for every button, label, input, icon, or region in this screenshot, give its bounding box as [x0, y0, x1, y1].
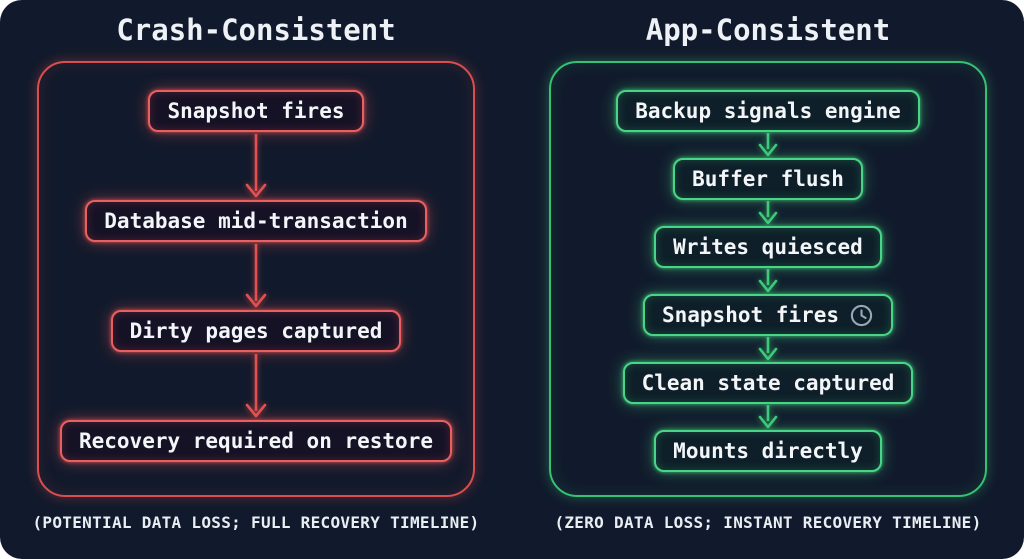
flow-arrow-icon — [758, 201, 778, 225]
flow-arrow-icon — [758, 405, 778, 429]
flow-step-dirty-pages-captured: Dirty pages captured — [110, 310, 402, 352]
flow-step-recovery-required: Recovery required on restore — [59, 420, 452, 462]
flow-arrow-icon — [758, 337, 778, 361]
flow-step-snapshot-fires: Snapshot fires — [642, 294, 893, 336]
flow-arrow-icon — [245, 244, 267, 308]
flow-arrow-icon — [758, 269, 778, 293]
step-label: Snapshot fires — [167, 99, 345, 123]
step-label: Writes quiesced — [673, 235, 863, 259]
app-consistent-column: App-Consistent Backup signals engine Buf… — [512, 0, 1024, 559]
step-label: Backup signals engine — [635, 99, 901, 123]
crash-column-title: Crash-Consistent — [116, 13, 396, 47]
flow-arrow-icon — [245, 134, 267, 198]
flow-step-database-mid-transaction: Database mid-transaction — [85, 200, 427, 242]
step-label: Clean state captured — [641, 371, 895, 395]
step-label: Dirty pages captured — [129, 319, 383, 343]
app-column-footer: (ZERO DATA LOSS; INSTANT RECOVERY TIMELI… — [554, 513, 982, 532]
step-label: Recovery required on restore — [78, 429, 433, 453]
flow-arrow-icon — [758, 133, 778, 157]
flow-step-writes-quiesced: Writes quiesced — [654, 226, 882, 268]
flow-step-snapshot-fires: Snapshot fires — [148, 90, 364, 132]
app-column-title: App-Consistent — [645, 13, 891, 47]
crash-consistent-panel: Snapshot fires Database mid-transaction … — [37, 61, 475, 497]
app-consistent-panel: Backup signals engine Buffer flush Write… — [549, 61, 987, 497]
step-label: Database mid-transaction — [104, 209, 408, 233]
flow-step-clean-state-captured: Clean state captured — [622, 362, 914, 404]
clock-icon — [850, 304, 873, 326]
crash-column-footer: (POTENTIAL DATA LOSS; FULL RECOVERY TIME… — [32, 513, 480, 532]
step-label: Buffer flush — [692, 167, 844, 191]
flow-step-backup-signals-engine: Backup signals engine — [616, 90, 920, 132]
step-label: Snapshot fires — [661, 303, 839, 327]
crash-consistent-column: Crash-Consistent Snapshot fires Database… — [32, 13, 480, 532]
flow-step-buffer-flush: Buffer flush — [673, 158, 863, 200]
flow-step-mounts-directly: Mounts directly — [654, 430, 882, 472]
step-label: Mounts directly — [673, 439, 863, 463]
flow-arrow-icon — [245, 354, 267, 418]
